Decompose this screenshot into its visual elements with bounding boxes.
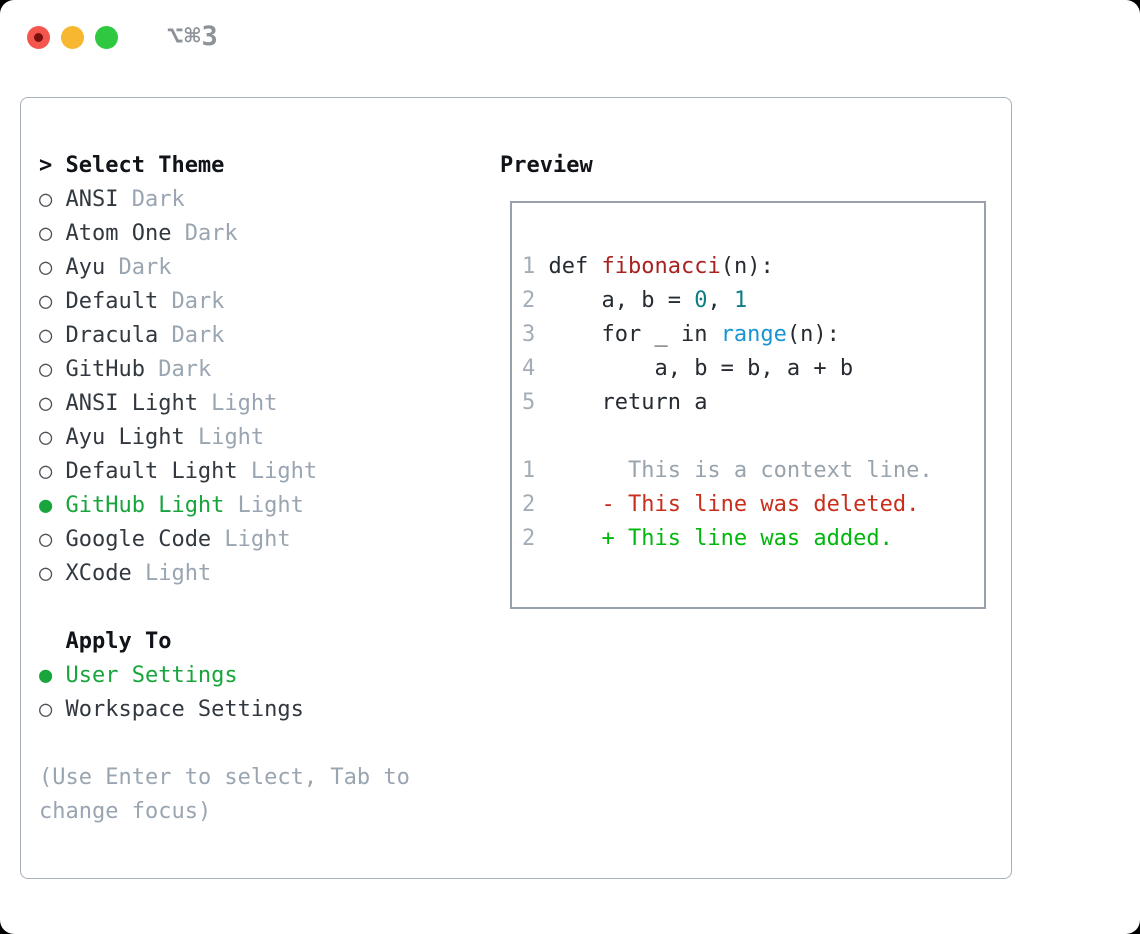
- theme-option-row[interactable]: ○ Ayu Dark: [39, 251, 500, 285]
- option-label: User Settings: [65, 663, 238, 688]
- option-label: Default Light: [65, 459, 238, 484]
- hint-text: (Use Enter to select, Tab to change focu…: [39, 761, 500, 829]
- option-label: XCode: [65, 561, 132, 586]
- preview-pane: Preview 1 def fibonacci(n): 2 a, b = 0, 1…: [500, 149, 1011, 878]
- option-label: Workspace Settings: [65, 697, 304, 722]
- option-label: ANSI: [65, 187, 119, 212]
- code-line: 2 - This line was deleted.: [522, 492, 920, 517]
- option-variant-label: Dark: [158, 323, 225, 348]
- option-variant-label: Dark: [105, 255, 172, 280]
- radio-icon: ○: [39, 357, 53, 382]
- option-label: Default: [65, 289, 159, 314]
- select-theme-title: Select Theme: [65, 153, 225, 178]
- theme-option-row[interactable]: ○ ANSI Light Light: [39, 387, 500, 421]
- unsaved-changes-dot-icon: [34, 33, 43, 42]
- theme-option-row[interactable]: ○ Google Code Light: [39, 523, 500, 557]
- theme-option-row[interactable]: ○ ANSI Dark: [39, 183, 500, 217]
- option-variant-label: Dark: [158, 289, 225, 314]
- preview-header: Preview: [500, 153, 593, 178]
- option-variant-label: Dark: [144, 357, 212, 382]
- radio-icon: ○: [39, 425, 53, 450]
- radio-icon: ○: [39, 697, 53, 722]
- theme-option-row[interactable]: ● GitHub Light Light: [39, 489, 500, 523]
- hint-line-2: change focus): [39, 799, 212, 824]
- option-variant-label: Light: [224, 493, 304, 518]
- option-variant-label: Light: [211, 527, 291, 552]
- option-label: Dracula: [65, 323, 159, 348]
- option-label: GitHub Light: [65, 493, 225, 518]
- theme-option-row[interactable]: ○ XCode Light: [39, 557, 500, 591]
- code-line: 2 a, b = 0, 1: [522, 288, 748, 313]
- theme-option-row[interactable]: ○ Default Dark: [39, 285, 500, 319]
- apply-option-row[interactable]: ○ Workspace Settings: [39, 693, 500, 727]
- option-label: Ayu: [65, 255, 106, 280]
- traffic-lights: [27, 26, 118, 49]
- theme-list: ○ ANSI Dark ○ Atom One Dark ○ Ayu Dark ○ Def…: [39, 183, 500, 591]
- preview-code: 1 def fibonacci(n): 2 a, b = 0, 1 3 for _ …: [522, 250, 984, 556]
- radio-icon: ○: [39, 527, 53, 552]
- option-variant-label: Dark: [171, 221, 238, 246]
- option-label: Atom One: [65, 221, 172, 246]
- code-line: 3 for _ in range(n):: [522, 322, 840, 347]
- apply-to-options: ● User Settings ○ Workspace Settings: [39, 659, 500, 727]
- option-label: Google Code: [65, 527, 212, 552]
- theme-option-row[interactable]: ○ Dracula Dark: [39, 319, 500, 353]
- radio-icon: ○: [39, 289, 53, 314]
- apply-option-row[interactable]: ● User Settings: [39, 659, 500, 693]
- option-variant-label: Light: [131, 561, 212, 586]
- window-shortcut-label: ⌥⌘3: [167, 21, 219, 52]
- radio-icon: ○: [39, 255, 53, 280]
- radio-icon: ○: [39, 561, 53, 586]
- option-label: ANSI Light: [65, 391, 198, 416]
- option-variant-label: Light: [197, 391, 278, 416]
- radio-icon: ○: [39, 221, 53, 246]
- radio-icon: ●: [39, 663, 53, 688]
- code-line: 1 def fibonacci(n):: [522, 254, 774, 279]
- option-variant-label: Light: [237, 459, 318, 484]
- main-panel: > Select Theme ○ ANSI Dark ○ Atom One Dark …: [20, 97, 1012, 879]
- hint-line-1: (Use Enter to select, Tab to: [39, 765, 410, 790]
- option-variant-label: Dark: [118, 187, 185, 212]
- radio-icon: ○: [39, 459, 53, 484]
- close-button[interactable]: [27, 26, 50, 49]
- radio-icon: ○: [39, 187, 53, 212]
- theme-option-row[interactable]: ○ Ayu Light Light: [39, 421, 500, 455]
- select-theme-header: > Select Theme: [39, 149, 500, 183]
- option-label: Ayu Light: [65, 425, 185, 450]
- radio-icon: ○: [39, 391, 53, 416]
- preview-box: 1 def fibonacci(n): 2 a, b = 0, 1 3 for _ …: [510, 201, 986, 609]
- apply-to-header: Apply To: [65, 629, 172, 654]
- focus-caret-icon: >: [39, 153, 53, 178]
- radio-icon: ●: [39, 493, 53, 518]
- theme-option-row[interactable]: ○ GitHub Dark: [39, 353, 500, 387]
- option-label: GitHub: [65, 357, 145, 382]
- code-line: 1 This is a context line.: [522, 458, 933, 483]
- code-line: 2 + This line was added.: [522, 526, 893, 551]
- minimize-button[interactable]: [61, 26, 84, 49]
- code-line: 4 a, b = b, a + b: [522, 356, 854, 381]
- theme-option-row[interactable]: ○ Default Light Light: [39, 455, 500, 489]
- theme-picker: > Select Theme ○ ANSI Dark ○ Atom One Dark …: [39, 149, 500, 878]
- code-line: [522, 420, 984, 454]
- code-line: 5 return a: [522, 390, 708, 415]
- zoom-button[interactable]: [95, 26, 118, 49]
- radio-icon: ○: [39, 323, 53, 348]
- theme-option-row[interactable]: ○ Atom One Dark: [39, 217, 500, 251]
- option-variant-label: Light: [184, 425, 265, 450]
